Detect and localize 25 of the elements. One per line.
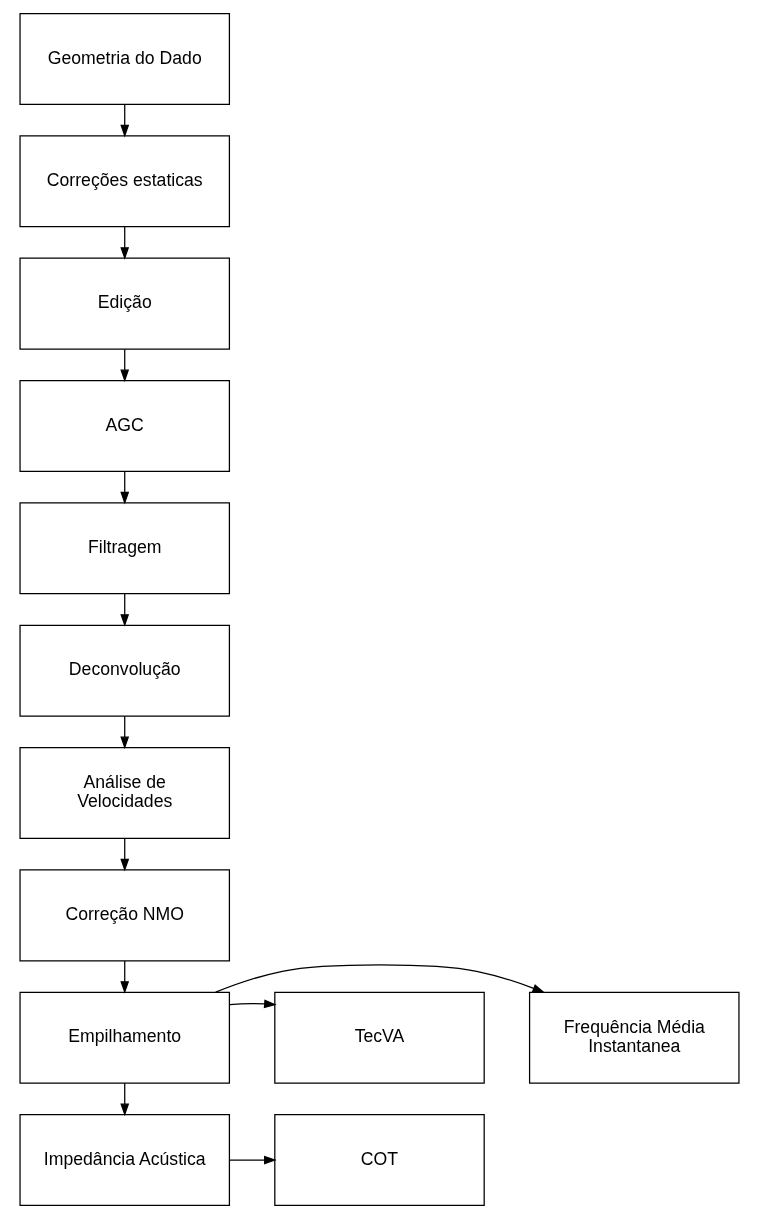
node-box: Análise de Velocidades (18, 747, 230, 840)
arrow (119, 1082, 129, 1117)
arrow (228, 999, 277, 1009)
node-box: Deconvolução (18, 624, 230, 717)
arrow (119, 593, 129, 627)
node-box: COT (273, 1114, 485, 1207)
node-box: Correções estaticas (18, 135, 230, 228)
node-box: Correção NMO (18, 869, 230, 962)
node-box: Geometria do Dado (18, 12, 230, 105)
node-box: Impedância Acústica (18, 1114, 230, 1207)
arrow (119, 960, 129, 994)
arrow (228, 1155, 277, 1165)
node-box: Frequência Média Instantanea (528, 991, 740, 1084)
node-box: Filtragem (18, 502, 230, 595)
node-box: Empilhamento (18, 991, 230, 1084)
arrow (119, 837, 129, 872)
arrow (119, 715, 129, 750)
arrow (119, 470, 129, 505)
node-box: Edição (18, 257, 230, 350)
arrow (119, 348, 129, 383)
node-box: TecVA (273, 991, 485, 1084)
node-box: AGC (18, 379, 230, 472)
arrow (119, 226, 129, 260)
arrow (119, 103, 129, 138)
arrow (214, 964, 545, 993)
